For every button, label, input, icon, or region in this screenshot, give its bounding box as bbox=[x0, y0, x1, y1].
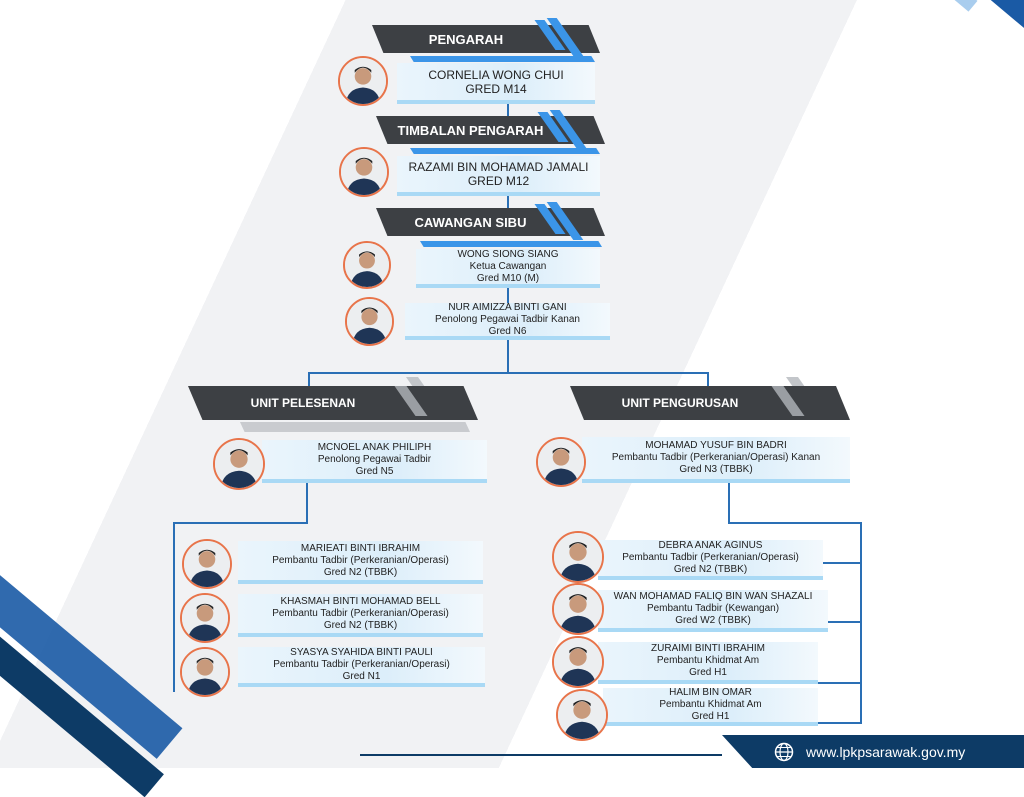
avatar bbox=[556, 689, 608, 741]
connector bbox=[728, 483, 730, 523]
person-card: WAN MOHAMAD FALIQ BIN WAN SHAZALI Pemban… bbox=[598, 590, 828, 632]
person-name: CORNELIA WONG CHUI bbox=[428, 67, 564, 82]
person-grade: Gred N2 (TBBK) bbox=[673, 564, 748, 575]
connector bbox=[308, 372, 709, 374]
person-card: NUR AIMIZZA BINTI GANI Penolong Pegawai … bbox=[405, 301, 610, 340]
person-name: ZURAIMI BINTI IBRAHIM bbox=[651, 643, 765, 654]
person-name: WONG SIONG SIANG bbox=[457, 248, 559, 260]
person-card: HALIM BIN OMAR Pembantu Khidmat Am Gred … bbox=[603, 687, 818, 726]
person-grade: GRED M14 bbox=[465, 81, 527, 96]
connector bbox=[507, 340, 509, 373]
person-role: Ketua Cawangan bbox=[469, 260, 547, 272]
person-grade: Gred H1 bbox=[691, 711, 730, 722]
person-card: KHASMAH BINTI MOHAMAD BELL Pembantu Tadb… bbox=[238, 594, 483, 637]
person-role: Pembantu Tadbir (Perkeranian/Operasi) bbox=[272, 554, 449, 566]
person-name: MCNOEL ANAK PHILIPH bbox=[317, 441, 432, 453]
connector bbox=[507, 104, 509, 116]
background bbox=[0, 0, 1024, 768]
person-name: HALIM BIN OMAR bbox=[669, 687, 752, 698]
person-role: Pembantu Tadbir (Perkeranian/Operasi) bbox=[273, 659, 450, 670]
person-role: Pembantu Khidmat Am bbox=[656, 655, 760, 666]
connector bbox=[507, 288, 509, 303]
person-role: Pembantu Khidmat Am bbox=[659, 699, 762, 710]
accent-bar bbox=[420, 241, 602, 247]
person-grade: Gred N5 bbox=[355, 465, 394, 477]
avatar bbox=[182, 539, 232, 589]
footer-line bbox=[360, 754, 722, 756]
person-grade: Gred W2 (TBBK) bbox=[675, 615, 751, 626]
connector bbox=[173, 522, 175, 692]
connector bbox=[815, 722, 862, 724]
person-role: Pembantu Tadbir (Perkeranian/Operasi) bbox=[622, 552, 799, 563]
person-grade: Gred M10 (M) bbox=[476, 272, 540, 284]
person-name: MOHAMAD YUSUF BIN BADRI bbox=[645, 440, 787, 451]
person-grade: Gred N2 (TBBK) bbox=[323, 566, 398, 578]
connector bbox=[820, 562, 862, 564]
accent-bar bbox=[240, 422, 470, 432]
person-card: MARIEATI BINTI IBRAHIM Pembantu Tadbir (… bbox=[238, 541, 483, 584]
person-name: MARIEATI BINTI IBRAHIM bbox=[300, 542, 421, 554]
person-grade: Gred N3 (TBBK) bbox=[679, 464, 753, 475]
person-card: SYASYA SYAHIDA BINTI PAULI Pembantu Tadb… bbox=[238, 647, 485, 687]
person-card: ZURAIMI BINTI IBRAHIM Pembantu Khidmat A… bbox=[598, 642, 818, 684]
avatar bbox=[552, 636, 604, 688]
person-grade: Gred N6 bbox=[488, 325, 527, 337]
person-card: DEBRA ANAK AGINUS Pembantu Tadbir (Perke… bbox=[598, 540, 823, 580]
connector bbox=[507, 196, 509, 208]
unit-head-card: MOHAMAD YUSUF BIN BADRI Pembantu Tadbir … bbox=[582, 437, 850, 483]
connector bbox=[306, 483, 308, 523]
person-grade: Gred H1 bbox=[689, 667, 727, 678]
accent-bar bbox=[410, 56, 595, 62]
connector bbox=[860, 522, 862, 724]
avatar bbox=[180, 593, 230, 643]
person-grade: Gred N2 (TBBK) bbox=[323, 619, 398, 631]
accent-bar bbox=[410, 148, 600, 154]
person-role: Penolong Pegawai Tadbir Kanan bbox=[435, 313, 580, 325]
avatar bbox=[552, 583, 604, 635]
connector bbox=[308, 372, 310, 388]
unit-head-card: MCNOEL ANAK PHILIPH Penolong Pegawai Tad… bbox=[262, 440, 487, 483]
connector bbox=[173, 522, 308, 524]
avatar bbox=[213, 438, 265, 490]
header-unit-pelesenan: UNIT PELESENAN bbox=[188, 386, 478, 420]
person-card: WONG SIONG SIANG Ketua Cawangan Gred M10… bbox=[416, 249, 600, 288]
person-name: NUR AIMIZZA BINTI GANI bbox=[448, 301, 567, 313]
website-link[interactable]: www.lpkpsarawak.gov.my bbox=[806, 743, 966, 760]
avatar bbox=[180, 647, 230, 697]
person-role: Penolong Pegawai Tadbir bbox=[317, 453, 432, 465]
avatar bbox=[338, 56, 388, 106]
person-name: KHASMAH BINTI MOHAMAD BELL bbox=[280, 595, 441, 607]
person-card-pengarah: CORNELIA WONG CHUI GRED M14 bbox=[397, 63, 595, 104]
person-name: WAN MOHAMAD FALIQ BIN WAN SHAZALI bbox=[613, 591, 813, 602]
person-name: SYASYA SYAHIDA BINTI PAULI bbox=[290, 647, 433, 658]
avatar bbox=[536, 437, 586, 487]
header-unit-pengurusan: UNIT PENGURUSAN bbox=[570, 386, 850, 420]
connector bbox=[728, 522, 862, 524]
person-role: Pembantu Tadbir (Perkeranian/Operasi) bbox=[272, 607, 449, 619]
person-grade: Gred N1 bbox=[342, 671, 381, 682]
globe-icon bbox=[774, 742, 794, 762]
connector bbox=[816, 682, 862, 684]
footer-bar: www.lpkpsarawak.gov.my bbox=[722, 735, 1024, 768]
avatar bbox=[343, 241, 391, 289]
connector bbox=[826, 621, 862, 623]
person-name: DEBRA ANAK AGINUS bbox=[658, 540, 763, 551]
avatar bbox=[345, 297, 394, 346]
connector bbox=[707, 372, 709, 388]
person-card-timbalan: RAZAMI BIN MOHAMAD JAMALI GRED M12 bbox=[397, 156, 600, 196]
avatar bbox=[552, 531, 604, 583]
person-name: RAZAMI BIN MOHAMAD JAMALI bbox=[408, 160, 589, 174]
person-role: Pembantu Tadbir (Kewangan) bbox=[646, 603, 780, 614]
avatar bbox=[339, 147, 389, 197]
person-role: Pembantu Tadbir (Perkeranian/Operasi) Ka… bbox=[611, 452, 821, 463]
person-grade: GRED M12 bbox=[467, 174, 530, 188]
